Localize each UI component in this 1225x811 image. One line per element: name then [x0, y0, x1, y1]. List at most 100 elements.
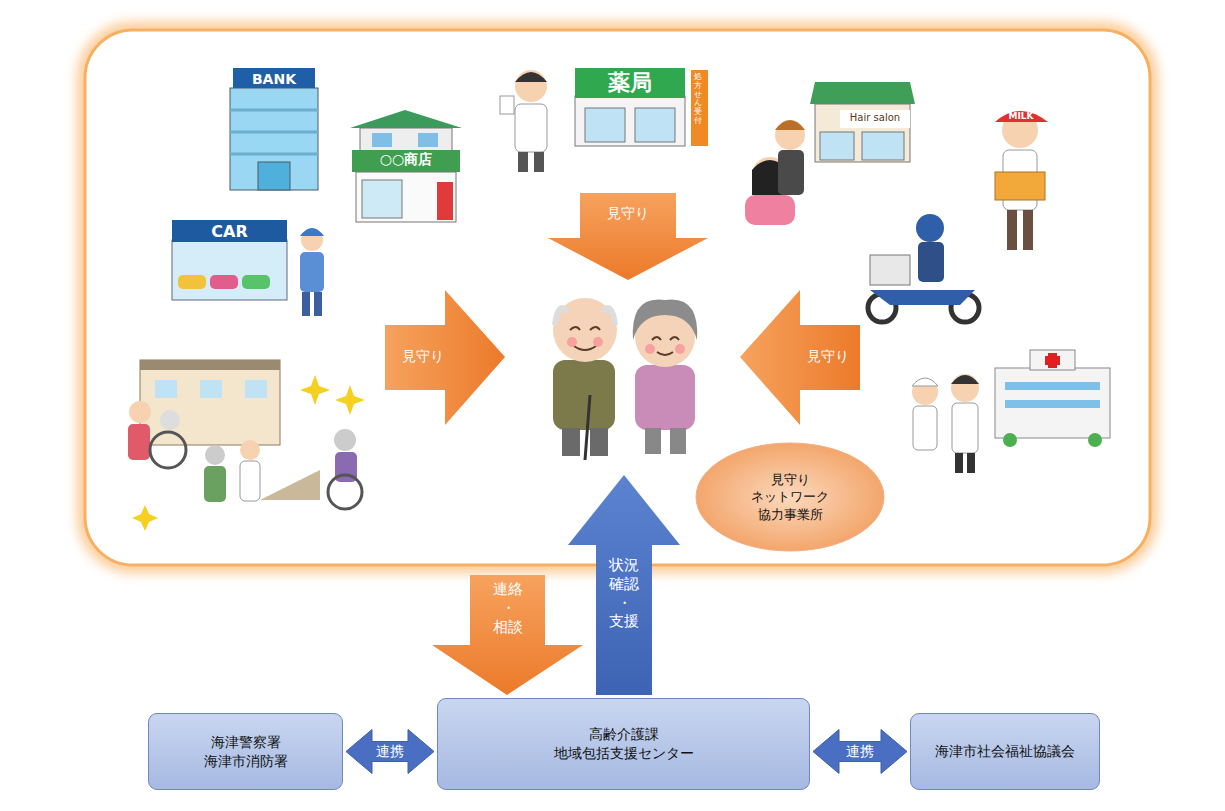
edge-label: 連携	[373, 743, 407, 760]
delivery-bike-icon-part	[916, 214, 944, 242]
hospital-icon-part	[995, 368, 1110, 438]
bank-icon	[230, 68, 318, 190]
elderly-couple-icon-part	[585, 395, 590, 460]
care-facility-icon-part	[150, 432, 186, 468]
hospital-icon-part	[912, 379, 938, 405]
hospital-icon-part	[951, 374, 979, 402]
sign-text: CAR	[172, 222, 287, 242]
elderly-couple-icon-part	[633, 300, 697, 341]
car-dealer-icon-part	[178, 275, 206, 289]
hospital-icon-part	[1005, 400, 1100, 408]
watch-arrow-left-part	[385, 290, 505, 425]
shop-icon-part	[372, 133, 392, 147]
care-facility-icon-part	[155, 380, 177, 398]
pharmacy-icon-part	[691, 70, 708, 146]
hair-salon-icon-part	[775, 120, 805, 150]
care-facility-icon-part	[128, 424, 150, 460]
car-dealer-icon-part	[210, 275, 238, 289]
pharmacy-icon-part	[515, 104, 547, 152]
delivery-bike-icon-part	[918, 242, 944, 282]
elderly-couple-icon-part	[593, 337, 603, 347]
pharmacy-icon-part	[575, 68, 685, 98]
sign-text: 処方せん受付	[694, 73, 702, 126]
node-text: 海津警察署 海津市消防署	[200, 733, 292, 771]
arrow-label: 見守り	[790, 348, 865, 366]
care-facility-icon-part	[335, 385, 365, 415]
org-box: 海津市社会福祉協議会	[910, 713, 1100, 790]
care-facility-icon-part	[160, 410, 180, 430]
shop-icon-part	[356, 172, 456, 222]
hair-salon-icon-part	[775, 120, 805, 130]
car-dealer-icon-part	[172, 220, 287, 242]
elderly-couple-icon-part	[635, 365, 695, 430]
elderly-couple-icon-part	[670, 428, 686, 454]
hospital-icon-part	[1005, 382, 1100, 390]
support-arrow-up	[568, 475, 680, 695]
milkman-icon-part	[995, 172, 1045, 200]
elderly-couple-icon-part	[553, 360, 615, 430]
hospital-icon-part	[955, 453, 963, 473]
org-box: 高齢介護課 地域包括支援センター	[437, 698, 810, 790]
arrow-label: 状況 確認 ・ 支援	[605, 556, 643, 631]
elderly-couple-icon-part	[553, 298, 617, 362]
milkman-icon-part	[1007, 210, 1017, 250]
care-facility-icon-part	[240, 461, 260, 501]
bank-icon-part	[230, 109, 318, 112]
hair-salon-icon-part	[840, 110, 910, 128]
arrow-label: 見守り	[385, 348, 460, 366]
car-dealer-icon-part	[300, 228, 324, 236]
delivery-bike-icon-part	[870, 290, 975, 305]
elderly-couple-icon-part	[567, 337, 577, 347]
care-facility-icon-part	[300, 375, 330, 405]
watch-arrow-left	[385, 290, 505, 425]
care-facility-icon-part	[334, 429, 356, 451]
pharmacy-icon	[500, 68, 708, 172]
pharmacy-icon-part	[575, 96, 685, 146]
car-dealer-icon-part	[301, 229, 323, 251]
bank-icon-part	[230, 153, 318, 156]
sign-text: 薬局	[575, 69, 685, 97]
hospital-icon	[912, 350, 1110, 473]
hair-salon-icon-part	[810, 82, 915, 104]
network-ellipse: 見守り ネットワーク 協力事業所	[695, 442, 885, 552]
shop-icon-part	[362, 180, 402, 218]
link-arrow	[346, 730, 434, 774]
pharmacy-icon-part	[635, 108, 675, 142]
milkman-icon-part	[1023, 210, 1033, 250]
elderly-couple-icon-part	[590, 428, 608, 456]
hair-salon-icon	[745, 82, 915, 225]
hospital-icon-part	[1030, 350, 1075, 370]
org-box: 海津警察署 海津市消防署	[148, 713, 343, 790]
care-facility-icon-part	[129, 401, 151, 423]
elderly-couple-icon-part	[555, 308, 615, 325]
elderly-couple-icon-part	[652, 337, 679, 355]
milkman-icon	[995, 111, 1048, 250]
pharmacy-icon-part	[515, 70, 547, 102]
shop-icon-part	[437, 182, 453, 220]
support-arrow-up-part	[568, 475, 680, 695]
hair-salon-icon-part	[745, 195, 795, 225]
car-dealer-icon-part	[314, 292, 322, 316]
sign-text: Hair salon	[840, 112, 910, 125]
care-facility-icon	[128, 360, 365, 531]
hospital-icon-part	[952, 403, 978, 453]
node-text: 高齢介護課 地域包括支援センター	[548, 725, 700, 763]
care-facility-icon-part	[140, 360, 280, 370]
care-facility-icon-part	[205, 445, 225, 465]
care-facility-icon-part	[328, 475, 362, 509]
hair-salon-icon-part	[778, 150, 804, 195]
watch-arrow-top-part	[548, 193, 708, 280]
elderly-couple-icon	[553, 298, 697, 460]
hospital-icon-part	[1045, 356, 1060, 365]
care-facility-icon-part	[200, 380, 222, 398]
hair-salon-icon-part	[862, 132, 904, 160]
shop-icon-part	[360, 128, 452, 152]
car-dealer-icon-part	[242, 275, 270, 289]
elderly-couple-icon-part	[675, 344, 685, 354]
arrow-label: 連絡 ・ 相談	[489, 580, 527, 636]
hair-salon-icon-part	[815, 104, 910, 162]
shop-icon	[350, 110, 462, 222]
care-facility-icon-part	[245, 380, 267, 398]
care-facility-icon-part	[260, 470, 320, 500]
